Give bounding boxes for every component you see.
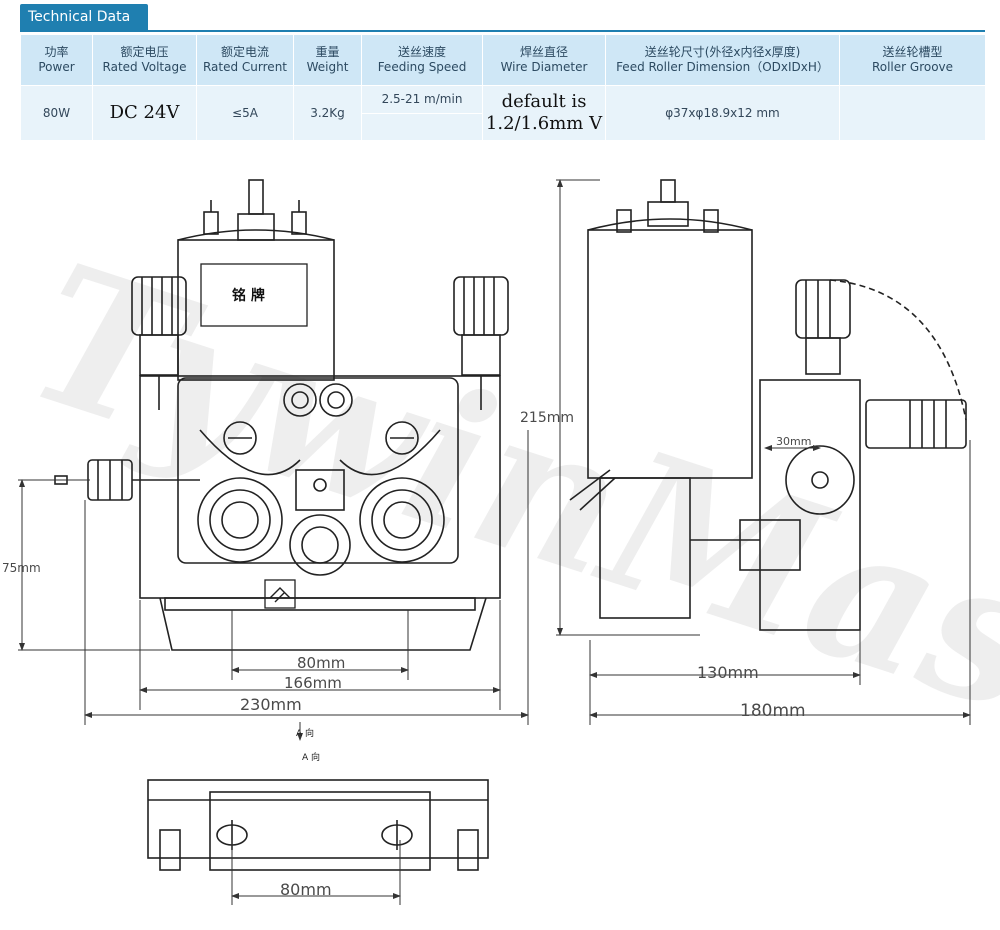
side-tension-knob	[865, 399, 967, 449]
cell-weight: 3.2Kg	[293, 85, 362, 141]
side-dimensions	[556, 179, 971, 725]
side-view	[569, 179, 967, 631]
bottom-dimensions	[231, 840, 401, 905]
dim-166mm: 166mm	[284, 674, 342, 692]
side-knob	[795, 279, 851, 339]
svg-text:TywinMaste: TywinMaste	[6, 221, 1000, 821]
nameplate-label: 铭 牌	[232, 287, 265, 304]
view-label-b: A 向	[302, 751, 320, 763]
front-view	[54, 179, 509, 651]
bottom-plate	[147, 779, 489, 859]
logo-box	[264, 579, 296, 609]
center-gear	[289, 514, 351, 576]
dim-30mm: 30mm	[776, 435, 811, 448]
spec-value-row: 80W DC 24V ≤5A 3.2Kg 2.5-21 m/min defaul…	[20, 85, 986, 141]
dim-230mm: 230mm	[240, 695, 302, 714]
right-tension-knob	[453, 276, 509, 336]
technical-data-tab: Technical Data	[20, 4, 148, 30]
side-gearbox	[599, 477, 691, 619]
bottom-view	[147, 779, 489, 871]
cell-groove	[839, 85, 986, 141]
view-label-a: A 向	[296, 727, 314, 739]
dim-130mm: 130mm	[697, 663, 759, 682]
dim-80mm-front: 80mm	[297, 654, 345, 672]
technical-drawing: TywinMaste	[2, 179, 1000, 905]
side-bracket	[759, 379, 861, 631]
upper-roller-left	[283, 383, 317, 417]
cell-current: ≤5A	[196, 85, 294, 141]
tab-underline	[20, 30, 985, 32]
cell-speed: 2.5-21 m/min	[361, 85, 483, 141]
drive-roller-left	[197, 477, 283, 563]
dim-215mm: 215mm	[520, 410, 574, 426]
dim-80mm-bottom: 80mm	[280, 880, 332, 899]
motor-shaft	[248, 179, 264, 215]
cell-power: 80W	[20, 85, 93, 141]
col-roller: 送丝轮尺寸(外径x内径x厚度)Feed Roller Dimension（ODx…	[605, 34, 840, 86]
nameplate-box	[200, 263, 308, 327]
front-dimensions	[18, 430, 529, 741]
motor-cap	[237, 213, 275, 241]
cell-roller: φ37xφ18.9x12 mm	[605, 85, 840, 141]
drive-roller-right	[359, 477, 445, 563]
watermark: TywinMaste	[6, 221, 1000, 821]
cell-voltage: DC 24V	[92, 85, 197, 141]
dim-180mm: 180mm	[740, 701, 806, 721]
dim-75mm: 75mm	[2, 561, 41, 575]
upper-roller-right	[319, 383, 353, 417]
